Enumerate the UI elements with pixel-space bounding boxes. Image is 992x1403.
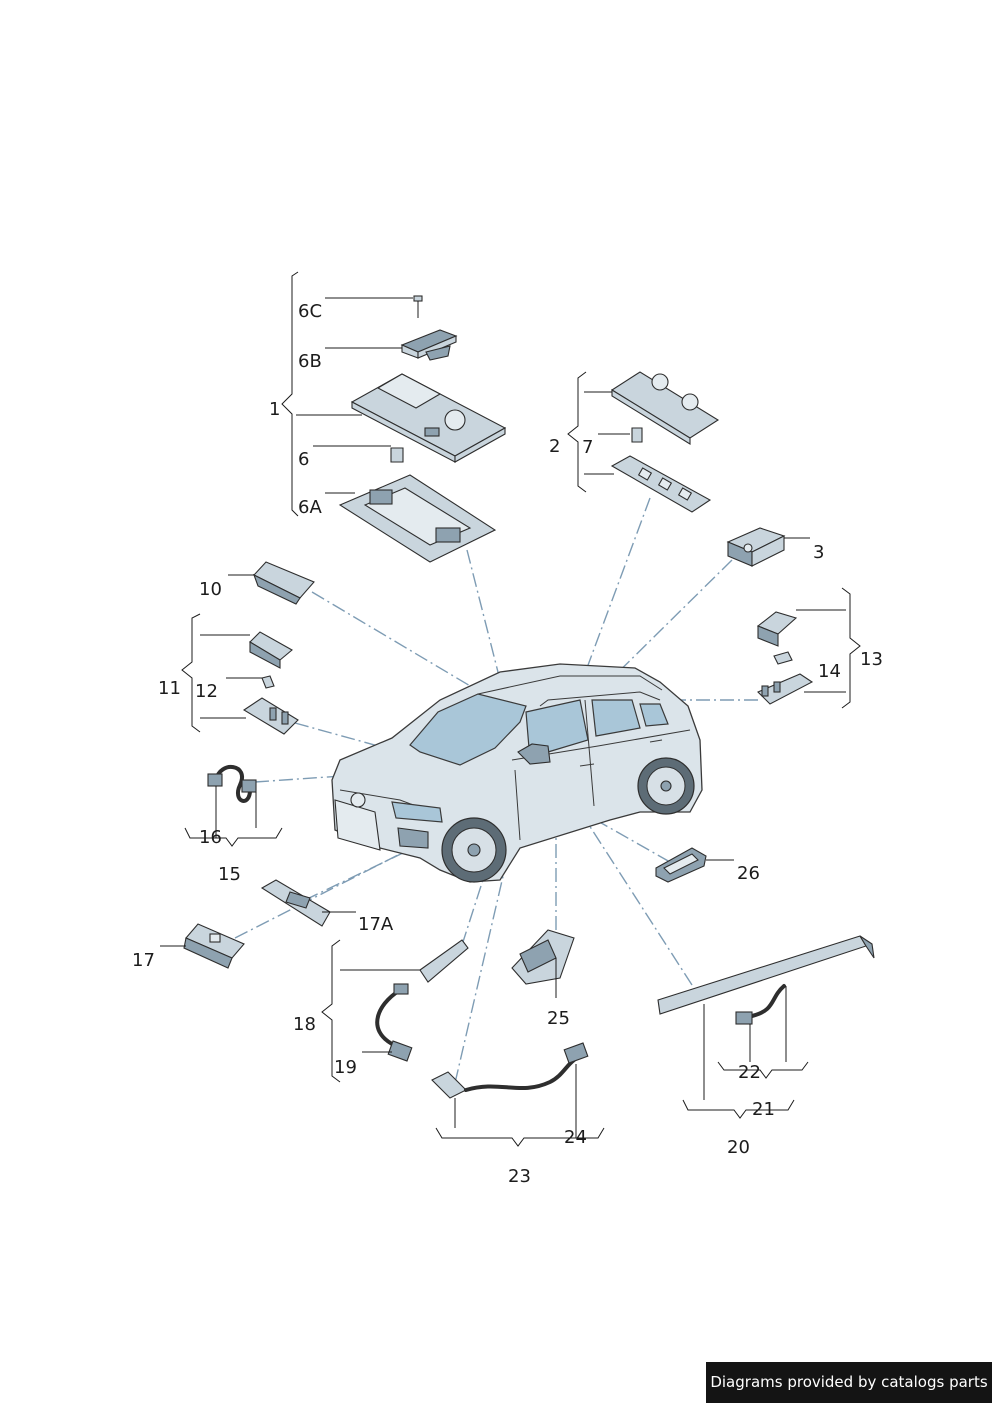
callout-2: 2 [549,436,560,457]
callout-20: 20 [727,1137,750,1158]
part-17A-bracket [260,879,331,927]
callout-labels: 6C 6B 1 6 6A 2 7 3 10 11 12 13 14 16 15 … [132,301,883,1187]
callout-1: 1 [269,399,280,420]
callout-21: 21 [752,1099,775,1120]
callout-11: 11 [158,678,181,699]
part-7-bulb [631,427,643,443]
callout-6A: 6A [298,497,322,518]
part-13-light [756,611,798,647]
leader-lines [160,271,861,1147]
part-6-bulb [390,447,404,463]
part-16-wiring [207,764,257,803]
callout-23: 23 [508,1166,531,1187]
part-6A-frame [338,474,497,563]
callout-16: 16 [199,827,222,848]
part-6B-bracket [400,329,458,361]
part-11-light [249,631,293,669]
part-20-sill-strip [657,935,875,1025]
footer-credit: Diagrams provided by catalogs parts [706,1362,992,1403]
part-14-bulb [773,651,793,665]
part-13-housing [757,673,814,705]
callout-22: 22 [738,1062,761,1083]
callout-6B: 6B [298,351,322,372]
part-10-light [253,561,315,605]
part-25-light [511,929,575,985]
callout-26: 26 [737,863,760,884]
callout-19: 19 [334,1057,357,1078]
callout-12: 12 [195,681,218,702]
callout-17A: 17A [358,914,394,935]
callout-24: 24 [564,1127,587,1148]
part-11-housing [242,697,299,735]
callout-7: 7 [582,437,593,458]
callout-14: 14 [818,661,841,682]
part-1-front-interior-light [350,373,507,463]
part-18-lamp-strip [375,939,469,1062]
part-26-light [655,847,707,883]
callout-25: 25 [547,1008,570,1029]
part-6C-screw [413,295,423,318]
part-23-wiring [431,1042,589,1099]
part-2-lens [610,455,712,513]
callout-15: 15 [218,864,241,885]
callout-18: 18 [293,1014,316,1035]
part-12-bulb [261,675,275,689]
part-2-rear-interior-light [610,371,720,445]
callout-6C: 6C [298,301,322,322]
part-17-light [183,923,245,969]
callout-17: 17 [132,950,155,971]
part-3-light [726,527,786,567]
callout-10: 10 [199,579,222,600]
car-illustration [331,663,703,883]
callout-6: 6 [298,449,309,470]
callout-13: 13 [860,649,883,670]
callout-3: 3 [813,542,824,563]
